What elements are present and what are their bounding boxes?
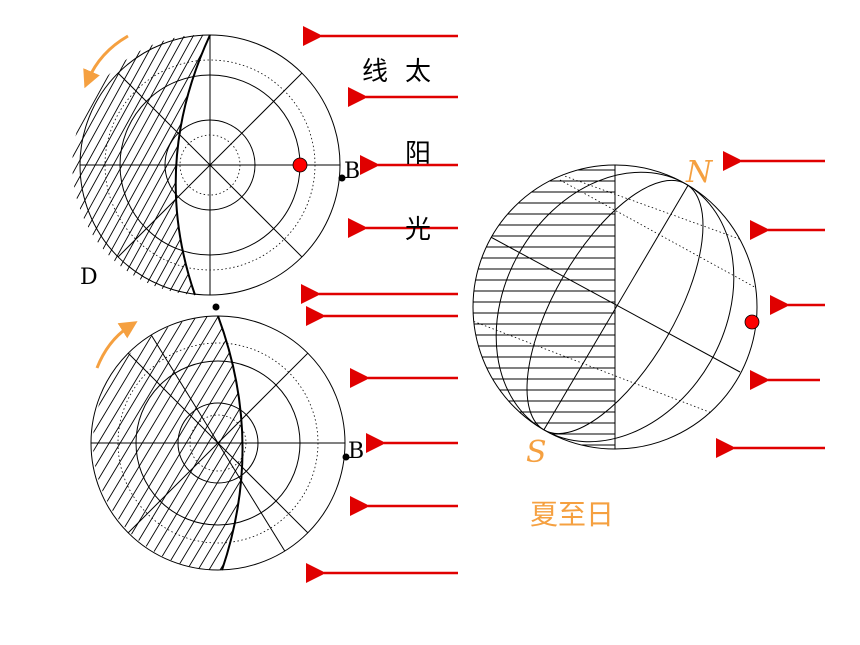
hatch-line [155, 34, 210, 295]
hatch-line [72, 34, 89, 295]
night-hatch-right [473, 169, 615, 446]
curved-arrow-icon [95, 321, 138, 369]
hatch-line [183, 316, 243, 571]
hatch-line [194, 316, 243, 571]
globe-bottom-left: B [0, 303, 364, 575]
hatch-line [137, 34, 210, 295]
pole-dot [212, 303, 220, 311]
label-char-4: 光 [405, 215, 431, 245]
hatch-line [92, 316, 102, 571]
caption-summer-solstice: 夏至日 [530, 498, 614, 531]
point-label-d: D [80, 265, 98, 290]
hatch-line [92, 316, 168, 571]
sunlight-label: 线 太 阳 光 [362, 57, 431, 245]
globe-right: N S [472, 155, 760, 470]
label-char-3: 阳 [405, 139, 431, 169]
sunlight-arrows [301, 26, 825, 583]
red-marker [292, 157, 308, 173]
curved-arrow-icon [83, 34, 129, 89]
terminator-line [174, 34, 211, 296]
point-b-dot [342, 453, 350, 461]
graticule [473, 165, 757, 449]
hatch-line [72, 34, 134, 295]
red-marker [744, 314, 760, 330]
label-char-1: 线 [362, 57, 388, 87]
label-char-2: 太 [405, 57, 431, 87]
hatch-line [146, 34, 210, 295]
terminator-line [217, 315, 244, 571]
south-pole-label: S [526, 435, 547, 470]
point-label-b: B [344, 159, 360, 184]
north-pole-label: N [685, 155, 714, 190]
hatch-line [172, 316, 243, 571]
globe-top-left: B D [72, 34, 360, 296]
hatch-line [0, 310, 90, 575]
hatch-line [72, 34, 152, 295]
point-b-dot [338, 174, 346, 182]
point-label-b: B [348, 439, 364, 464]
hatch-line [0, 310, 79, 575]
hatch-line [72, 34, 143, 295]
